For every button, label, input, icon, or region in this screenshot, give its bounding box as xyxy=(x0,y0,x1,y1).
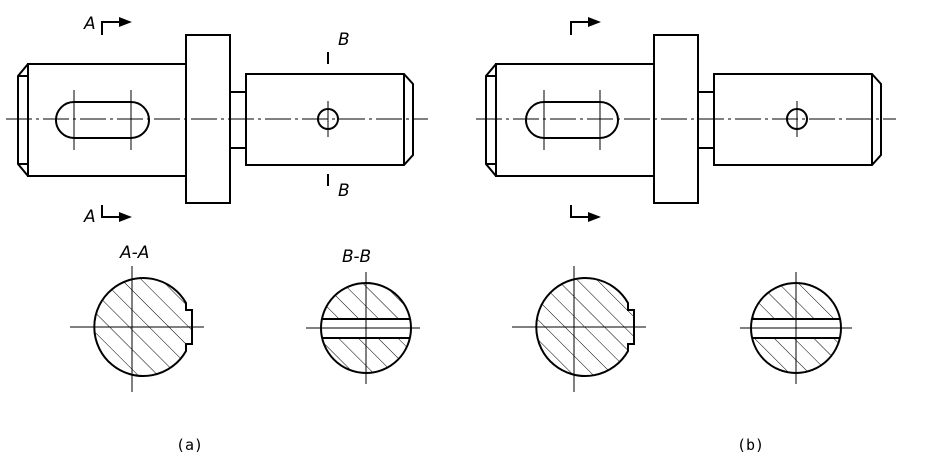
section-arrow-a-top xyxy=(101,21,122,35)
caption-b: (b) xyxy=(737,436,764,454)
section-b-left xyxy=(512,266,646,392)
label-b-top: B xyxy=(338,30,350,50)
section-a-a xyxy=(70,266,204,392)
section-b-b xyxy=(306,272,420,384)
keyway-slot xyxy=(525,101,619,139)
figure-b-shaft-view xyxy=(476,17,896,222)
section-b-right xyxy=(740,272,852,384)
label-a-top: A xyxy=(83,14,96,34)
caption-a: (a) xyxy=(176,436,203,454)
keyway-slot xyxy=(55,101,150,139)
section-arrow-a-bottom xyxy=(101,205,122,218)
section-a-title: A-A xyxy=(119,243,149,263)
label-a-bottom: A xyxy=(83,207,96,227)
section-arrow-bottom xyxy=(570,205,591,218)
label-b-bottom: B xyxy=(338,181,350,201)
section-b-title: B-B xyxy=(342,247,371,267)
figure-a-shaft-view xyxy=(6,17,428,222)
section-arrow-top xyxy=(570,21,591,35)
